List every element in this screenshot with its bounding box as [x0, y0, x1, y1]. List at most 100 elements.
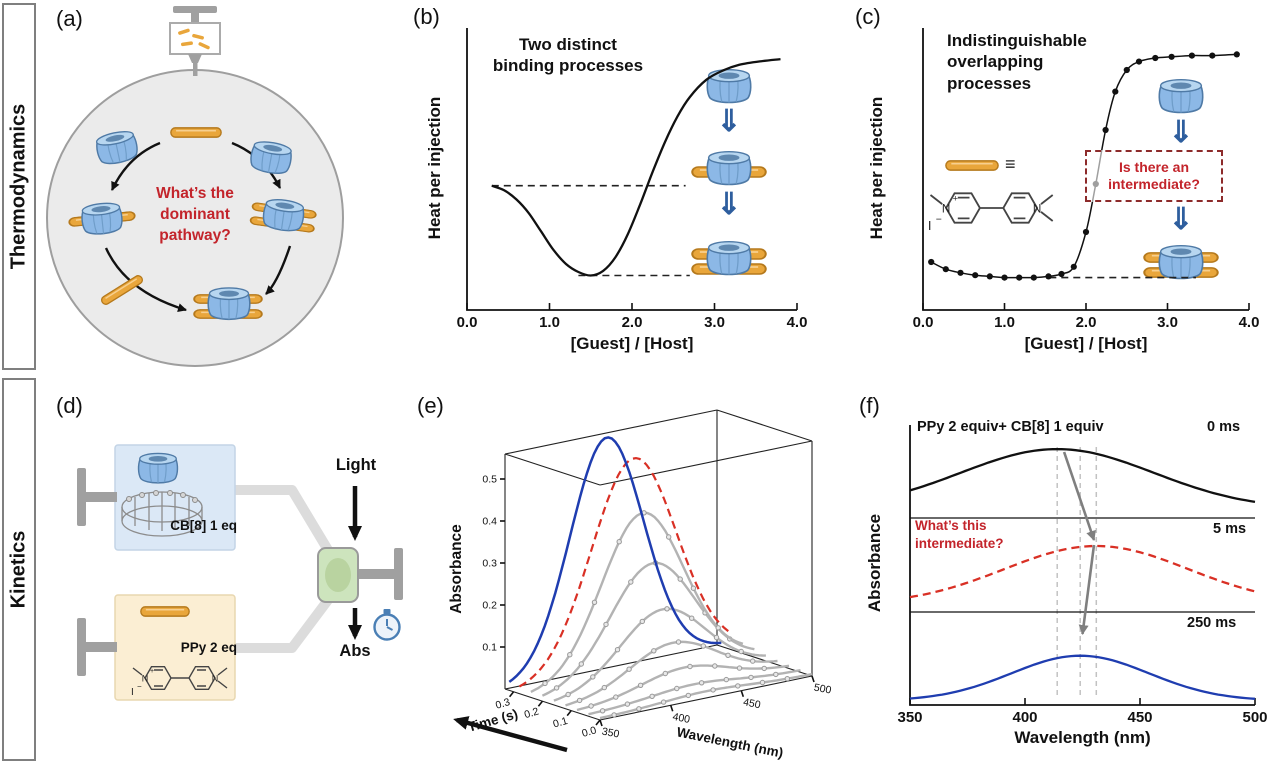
- spectrum-marker: [565, 691, 571, 698]
- stopped-flow-apparatus: N + N I −: [77, 444, 403, 701]
- data-point: [1058, 270, 1065, 278]
- spectrum-marker: [784, 676, 790, 682]
- spectrum-marker: [715, 625, 721, 631]
- spectrum-marker: [710, 687, 716, 693]
- data-point: [1030, 274, 1037, 281]
- spectrum-marker: [689, 615, 695, 621]
- data-point: [942, 266, 949, 273]
- spectrum-marker: [712, 663, 718, 669]
- ppy-molecule-structure: N + N I −: [928, 192, 1054, 233]
- x-axis-label: [Guest] / [Host]: [1024, 334, 1148, 353]
- time-tick-label: 0.3: [494, 696, 511, 712]
- x-tick-label: 450: [1127, 709, 1153, 726]
- spectrum-marker: [736, 665, 743, 671]
- spectrum-marker: [553, 685, 560, 691]
- data-point: [1152, 54, 1159, 62]
- thermodynamics-label: Thermodynamics: [7, 103, 30, 270]
- data-point: [972, 272, 979, 279]
- spectrum-marker: [664, 606, 670, 612]
- time-tick-label: 0.1: [552, 715, 569, 731]
- spectrum-marker: [603, 621, 609, 628]
- peak-shift-arrow: [1078, 544, 1096, 635]
- time-tick-mark: [508, 691, 515, 698]
- time-tick-label: 0.0: [580, 724, 597, 740]
- time-tick-mark: [595, 719, 601, 726]
- absorbance-tick-label: 0.4: [482, 516, 497, 528]
- n-atom-label: N: [942, 203, 950, 216]
- ppy-equiv-label: PPy 2 eq: [180, 640, 237, 655]
- spectrum-marker: [649, 693, 655, 699]
- absorbance-tick-label: 0.1: [482, 642, 497, 654]
- spectrum-marker: [614, 647, 621, 653]
- absorbance-tick-label: 0.5: [482, 474, 497, 486]
- minus-charge-label: −: [137, 682, 142, 691]
- spectrum-marker: [674, 685, 680, 692]
- spectrum-marker: [675, 639, 682, 645]
- spectrum-marker: [666, 534, 672, 540]
- double-down-arrow-icon: ⇓: [1168, 116, 1194, 149]
- stopwatch-icon: [373, 609, 401, 641]
- x-tick-label: 4.0: [786, 314, 808, 331]
- iodide-label: I: [131, 687, 134, 698]
- double-down-arrow-icon: ⇓: [1168, 203, 1194, 236]
- kinetic-spectrum: [588, 669, 801, 716]
- spectrum-marker: [677, 576, 683, 582]
- spectrum-marker: [590, 674, 596, 680]
- complex-icon-stack: [691, 68, 767, 276]
- kinetic-spectrum: [530, 511, 744, 693]
- data-point: [1001, 274, 1008, 281]
- absorbance-axis-label: Absorbance: [448, 524, 465, 614]
- data-point: [1016, 274, 1023, 281]
- n-atom-label: N: [1033, 203, 1041, 216]
- absorbance-tick-label: 0.3: [482, 558, 497, 570]
- iodide-label: I: [928, 218, 932, 233]
- peak-shift-arrow: [1062, 451, 1096, 541]
- spectrum-marker: [662, 670, 668, 677]
- panel-b: (b) Heat per injection Two distinct bind…: [405, 0, 845, 385]
- kinetic-spectrum: [599, 672, 813, 720]
- data-point: [1168, 53, 1175, 60]
- guest-rod: [945, 160, 999, 171]
- spectrum-marker: [616, 539, 622, 545]
- spectrum-marker: [542, 680, 548, 687]
- x-tick-label: 350: [897, 709, 923, 726]
- guest-rod: [170, 127, 222, 138]
- light-label: Light: [335, 456, 377, 474]
- two-to-one-complex: [1158, 244, 1204, 280]
- abs-label: Abs: [339, 642, 371, 660]
- kinetic-spectrum: [565, 640, 778, 707]
- x-tick-label: 2.0: [621, 314, 643, 331]
- kinetic-spectrum: [553, 607, 766, 702]
- time-tick-label: 0.2: [523, 705, 540, 721]
- axis-box-edge: [599, 675, 813, 721]
- spectrum-marker: [738, 648, 744, 655]
- panel-d-tag: (d): [56, 393, 83, 418]
- spectrum-marker: [636, 706, 642, 712]
- spectrum-curve: [909, 654, 1256, 700]
- spectrum-marker: [748, 674, 754, 681]
- spectrum-marker: [576, 697, 583, 704]
- panel-f-tag: (f): [859, 393, 880, 418]
- panel-a: (a): [40, 0, 405, 385]
- guest-rod: [140, 606, 190, 617]
- spectrum-marker: [578, 661, 585, 667]
- x-tick-label: 400: [1012, 709, 1038, 726]
- itc-two-processes-chart: [466, 28, 798, 311]
- wavelength-tick-mark: [740, 690, 745, 697]
- intermediate-question-text: What’s this intermediate?: [915, 518, 1004, 551]
- time-tick-mark: [566, 710, 572, 717]
- data-point: [1045, 273, 1052, 280]
- spectrum-marker: [591, 599, 598, 606]
- mixing-cell-lens: [325, 558, 351, 592]
- panel-c-tag: (c): [855, 4, 881, 29]
- data-point: [1082, 228, 1090, 236]
- spectrum-marker: [628, 579, 634, 585]
- spectrum-marker: [759, 679, 766, 686]
- wavelength-tick-mark: [599, 719, 603, 727]
- spectrum-curve: [909, 447, 1256, 504]
- wavelength-tick-mark: [669, 705, 674, 712]
- minus-charge-label: −: [936, 214, 942, 225]
- axis-box-edge: [504, 688, 601, 721]
